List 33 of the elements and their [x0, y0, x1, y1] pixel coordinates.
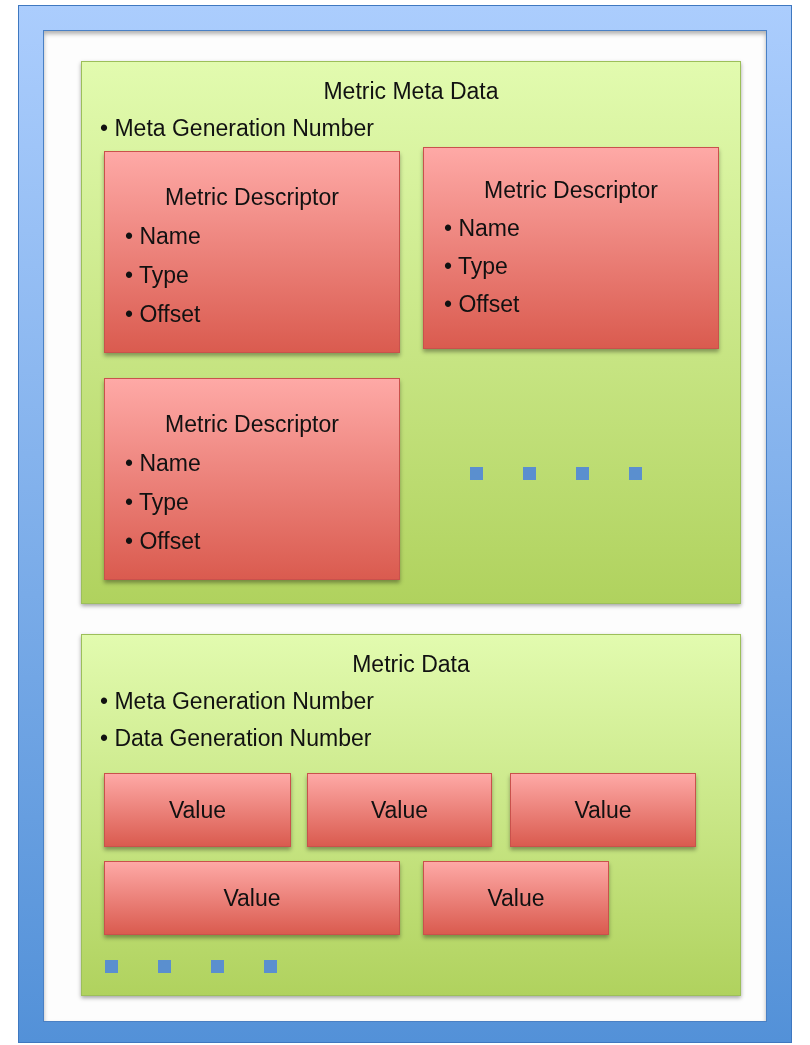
bullet-item: • Type	[444, 253, 508, 280]
bullet-item: • Meta Generation Number	[100, 115, 374, 142]
section-title: Metric Descriptor	[484, 177, 658, 203]
bullet-item: • Type	[125, 262, 189, 289]
bullet-item: • Type	[125, 489, 189, 516]
field-box	[104, 773, 291, 847]
field-box	[423, 147, 719, 349]
bullet-item: • Name	[125, 223, 201, 250]
bullet-item: • Meta Generation Number	[100, 688, 374, 715]
section-title: Metric Meta Data	[323, 78, 499, 104]
bullet-item: • Name	[444, 215, 520, 242]
section-title: Metric Descriptor	[165, 411, 339, 437]
field-box	[423, 861, 609, 935]
bullet-item: • Offset	[444, 291, 520, 318]
section-title: Metric Descriptor	[165, 184, 339, 210]
bullet-item: • Offset	[125, 301, 201, 328]
field-label: Value	[168, 796, 227, 824]
field-box	[104, 861, 400, 935]
bullet-item: • Offset	[125, 528, 201, 555]
section-title: Metric Data	[352, 651, 470, 677]
frame-box	[18, 5, 792, 1043]
bullet-item: • Data Generation Number	[100, 725, 372, 752]
field-box	[510, 773, 696, 847]
field-label: Value	[223, 884, 281, 912]
field-box	[104, 151, 400, 353]
field-box	[307, 773, 492, 847]
section-panel	[81, 634, 741, 996]
bullet-item: • Name	[125, 450, 201, 477]
section-panel	[81, 61, 741, 604]
field-box	[104, 378, 400, 580]
field-label: Value	[487, 884, 545, 912]
field-label: Value	[574, 796, 632, 824]
field-label: Value	[370, 796, 429, 824]
